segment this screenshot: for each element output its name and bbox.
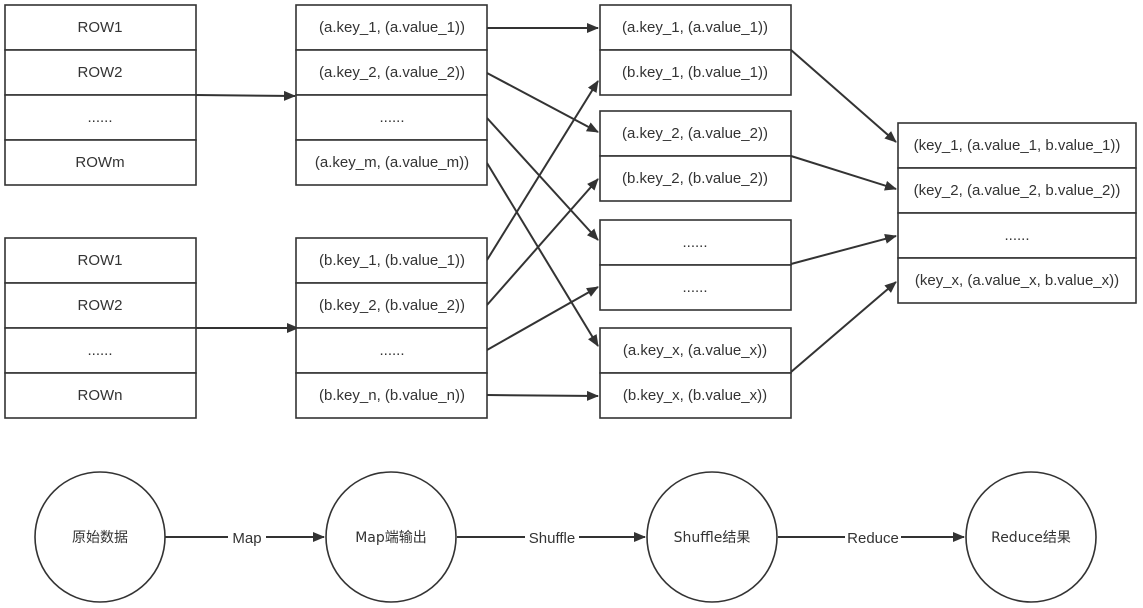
edge-b-ellipsis-to-shuffle3 bbox=[486, 286, 599, 351]
table-a-raw: ROW1 ROW2 ...... ROWm bbox=[4, 4, 197, 186]
cell-text: ROW1 bbox=[78, 252, 123, 269]
table-row: (b.key_x, (b.value_x)) bbox=[599, 372, 792, 419]
table-row: (b.key_1, (b.value_1)) bbox=[295, 237, 488, 284]
table-reduce-result: (key_1, (a.value_1, b.value_1)) (key_2, … bbox=[897, 122, 1137, 304]
cell-text: ROW1 bbox=[78, 19, 123, 36]
table-row: (a.key_1, (a.value_1)) bbox=[295, 4, 488, 51]
cell-text: ROW2 bbox=[78, 297, 123, 314]
table-row: ROWm bbox=[4, 139, 197, 186]
table-row: (a.key_2, (a.value_2)) bbox=[295, 49, 488, 96]
stage-label: 原始数据 bbox=[72, 530, 128, 546]
table-row: ROW2 bbox=[4, 282, 197, 329]
table-row: ROW2 bbox=[4, 49, 197, 96]
table-row: ...... bbox=[599, 264, 792, 311]
table-row: ROW1 bbox=[4, 4, 197, 51]
cell-text: (key_2, (a.value_2, b.value_2)) bbox=[914, 182, 1121, 199]
edge-shuffle1-to-reduce1 bbox=[790, 49, 897, 143]
cell-text: ...... bbox=[87, 342, 112, 359]
stage-label: Reduce结果 bbox=[991, 530, 1071, 546]
stage-node-map-output: Map端输出 bbox=[325, 471, 457, 603]
edge-b-key1-to-shuffle1 bbox=[486, 80, 599, 261]
table-row: (key_1, (a.value_1, b.value_1)) bbox=[897, 122, 1137, 169]
table-row: (a.key_1, (a.value_1)) bbox=[599, 4, 792, 51]
edges bbox=[195, 23, 897, 401]
cell-text: (b.key_2, (b.value_2)) bbox=[319, 297, 465, 314]
cell-text: ROWm bbox=[75, 154, 124, 171]
table-row: (a.key_m, (a.value_m)) bbox=[295, 139, 488, 186]
stage-flow: Map Shuffle Reduce 原始数据 Map端输出 Shuffle结果… bbox=[34, 471, 1097, 603]
edge-a-ellipsis-to-shuffle3 bbox=[486, 117, 599, 241]
table-row: (b.key_n, (b.value_n)) bbox=[295, 372, 488, 419]
table-row: ...... bbox=[897, 212, 1137, 259]
cell-text: (a.key_1, (a.value_1)) bbox=[622, 19, 768, 36]
cell-text: (key_1, (a.value_1, b.value_1)) bbox=[914, 137, 1121, 154]
edge-a-raw-to-a-map bbox=[195, 90, 296, 101]
shuffle-group-1: (a.key_1, (a.value_1)) (b.key_1, (b.valu… bbox=[599, 4, 792, 96]
edge-a-keym-to-shuffle4 bbox=[486, 162, 599, 347]
cell-text: (b.key_1, (b.value_1)) bbox=[622, 64, 768, 81]
stage-node-raw-data: 原始数据 bbox=[34, 471, 166, 603]
cell-text: ...... bbox=[682, 279, 707, 296]
stage-label: Shuffle结果 bbox=[674, 530, 751, 546]
reduce-transition-label: Reduce bbox=[847, 530, 899, 547]
stage-node-shuffle-result: Shuffle结果 bbox=[646, 471, 778, 603]
cell-text: ...... bbox=[87, 109, 112, 126]
table-row: (a.key_2, (a.value_2)) bbox=[599, 110, 792, 157]
cell-text: ...... bbox=[379, 342, 404, 359]
shuffle-group-4: (a.key_x, (a.value_x)) (b.key_x, (b.valu… bbox=[599, 327, 792, 419]
table-row: ROW1 bbox=[4, 237, 197, 284]
table-row: ...... bbox=[295, 327, 488, 374]
edge-b-keyn-to-shuffle4 bbox=[486, 390, 599, 401]
table-row: (b.key_2, (b.value_2)) bbox=[599, 155, 792, 202]
cell-text: ...... bbox=[1004, 227, 1029, 244]
cell-text: ROW2 bbox=[78, 64, 123, 81]
cell-text: (a.key_1, (a.value_1)) bbox=[319, 19, 465, 36]
table-b-map-output: (b.key_1, (b.value_1)) (b.key_2, (b.valu… bbox=[295, 237, 488, 419]
shuffle-transition-label: Shuffle bbox=[529, 530, 575, 547]
cell-text: (b.key_n, (b.value_n)) bbox=[319, 387, 465, 404]
cell-text: (a.key_x, (a.value_x)) bbox=[623, 342, 767, 359]
shuffle-group-3: ...... ...... bbox=[599, 219, 792, 311]
table-a-map-output: (a.key_1, (a.value_1)) (a.key_2, (a.valu… bbox=[295, 4, 488, 186]
cell-text: (b.key_x, (b.value_x)) bbox=[623, 387, 767, 404]
edge-shuffle4-to-reduce4 bbox=[790, 281, 897, 373]
table-row: ROWn bbox=[4, 372, 197, 419]
stage-label: Map端输出 bbox=[355, 530, 427, 546]
table-row: (a.key_x, (a.value_x)) bbox=[599, 327, 792, 374]
table-b-raw: ROW1 ROW2 ...... ROWn bbox=[4, 237, 197, 419]
edge-b-key2-to-shuffle2 bbox=[486, 178, 599, 306]
table-row: (key_x, (a.value_x, b.value_x)) bbox=[897, 257, 1137, 304]
cell-text: ROWn bbox=[78, 387, 123, 404]
table-row: (b.key_1, (b.value_1)) bbox=[599, 49, 792, 96]
table-row: ...... bbox=[295, 94, 488, 141]
cell-text: (a.key_2, (a.value_2)) bbox=[622, 125, 768, 142]
stage-node-reduce-result: Reduce结果 bbox=[965, 471, 1097, 603]
table-row: ...... bbox=[4, 327, 197, 374]
shuffle-group-2: (a.key_2, (a.value_2)) (b.key_2, (b.valu… bbox=[599, 110, 792, 202]
table-row: (key_2, (a.value_2, b.value_2)) bbox=[897, 167, 1137, 214]
cell-text: (key_x, (a.value_x, b.value_x)) bbox=[915, 272, 1119, 289]
cell-text: (b.key_2, (b.value_2)) bbox=[622, 170, 768, 187]
cell-text: (b.key_1, (b.value_1)) bbox=[319, 252, 465, 269]
table-row: (b.key_2, (b.value_2)) bbox=[295, 282, 488, 329]
cell-text: ...... bbox=[682, 234, 707, 251]
table-row: ...... bbox=[4, 94, 197, 141]
edge-shuffle2-to-reduce2 bbox=[790, 155, 897, 191]
table-row: ...... bbox=[599, 219, 792, 266]
edge-a-key2-to-shuffle2 bbox=[486, 72, 599, 133]
cell-text: ...... bbox=[379, 109, 404, 126]
cell-text: (a.key_2, (a.value_2)) bbox=[319, 64, 465, 81]
map-transition-label: Map bbox=[232, 530, 261, 547]
edge-shuffle3-to-reduce3 bbox=[790, 234, 897, 265]
cell-text: (a.key_m, (a.value_m)) bbox=[315, 154, 469, 171]
